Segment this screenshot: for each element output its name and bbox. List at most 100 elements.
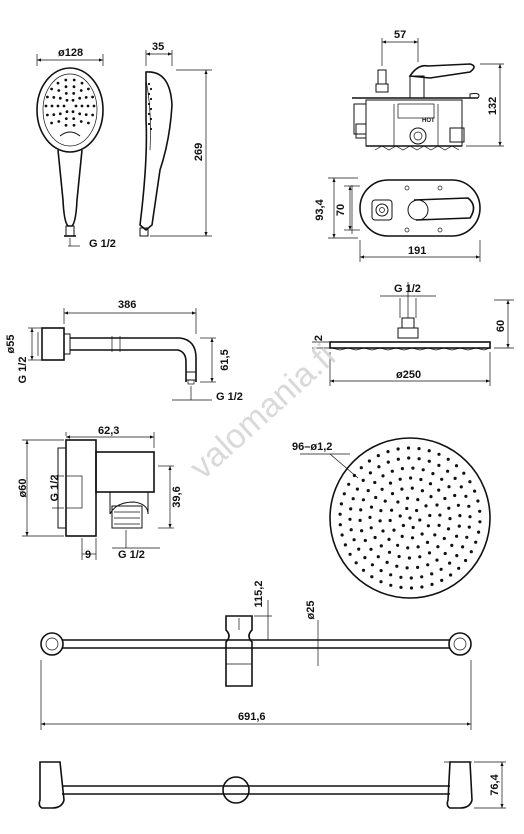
head-nozzle: [396, 447, 400, 451]
side-nozzle: [149, 87, 153, 91]
head-nozzle: [400, 534, 404, 539]
head-nozzle: [436, 545, 440, 549]
head-nozzle: [417, 447, 421, 451]
head-nozzle: [416, 565, 420, 570]
rail-depth-label: 76,4: [489, 773, 501, 795]
elbow-length-label: 62,3: [98, 425, 119, 437]
head-nozzle: [420, 489, 424, 493]
head-nozzle: [455, 534, 459, 538]
head-nozzle: [387, 537, 391, 542]
hand-nozzle: [84, 113, 88, 116]
hand-nozzle: [80, 104, 84, 108]
plate-height-label: 93,4: [314, 198, 326, 220]
head-nozzle: [373, 535, 377, 540]
arm-length-label: 386: [118, 299, 136, 311]
head-nozzle: [357, 547, 361, 551]
head-nozzle: [409, 586, 414, 590]
head-nozzle: [468, 515, 472, 519]
head-nozzle: [427, 551, 432, 555]
head-nozzle: [467, 504, 471, 508]
hand-shower-depth-label: 35: [152, 41, 164, 53]
head-nozzle: [406, 446, 411, 450]
head-nozzle: [390, 508, 394, 512]
head-nozzle: [405, 506, 409, 511]
head-nozzle: [386, 450, 390, 454]
head-nozzle: [468, 480, 472, 484]
head-nozzle: [349, 528, 353, 532]
head-diameter-label: ø250: [396, 369, 421, 381]
head-nozzle: [427, 449, 431, 453]
hand-nozzle: [65, 110, 69, 114]
head-nozzle: [430, 572, 434, 576]
head-nozzle: [420, 575, 424, 579]
arm-flange-diameter-label: ø55: [5, 335, 17, 354]
head-nozzle: [443, 496, 447, 501]
hand-nozzle: [57, 89, 61, 92]
mixer-body-side-view: HOT 57 132: [352, 29, 504, 151]
hand-nozzle: [80, 81, 84, 85]
head-nozzle: [374, 495, 378, 500]
head-nozzle: [439, 567, 443, 571]
hand-shower-height-label: 269: [193, 143, 205, 161]
head-nozzle: [448, 517, 452, 521]
head-nozzle: [349, 507, 353, 511]
head-nozzle: [401, 523, 405, 528]
head-shower-nozzles: [338, 446, 482, 590]
head-nozzle: [411, 466, 415, 470]
head-nozzle: [388, 518, 392, 523]
head-nozzle: [409, 576, 413, 580]
head-nozzle: [383, 499, 387, 503]
side-nozzle: [149, 117, 153, 121]
head-nozzle: [388, 481, 393, 485]
head-nozzle: [437, 488, 441, 492]
head-nozzle: [339, 502, 343, 506]
head-nozzle: [381, 474, 385, 478]
side-nozzle: [149, 97, 153, 101]
side-nozzle: [147, 82, 151, 86]
head-nozzle: [409, 476, 413, 480]
head-nozzle: [338, 523, 342, 527]
head-nozzle: [407, 556, 411, 560]
side-nozzle: [149, 127, 153, 131]
head-nozzle: [418, 555, 422, 559]
hand-nozzle: [57, 120, 61, 123]
head-nozzle: [456, 503, 460, 507]
wall-elbow: 62,3 G 1/2 ø60 39,6 9 G 1/2: [17, 425, 183, 561]
hand-nozzle: [46, 113, 49, 117]
head-nozzle: [351, 497, 355, 501]
head-shower-face: 96–ø1,2: [292, 437, 491, 599]
head-nozzle: [400, 467, 404, 471]
head-nozzle: [448, 561, 452, 565]
head-nozzle: [435, 503, 439, 507]
plate-width-label: 191: [408, 245, 426, 257]
head-nozzle: [398, 514, 402, 518]
hand-shower-nozzles: [44, 78, 96, 127]
side-nozzle: [147, 102, 151, 106]
hand-nozzle: [50, 104, 54, 108]
side-nozzle: [147, 112, 151, 116]
head-nozzle: [418, 518, 422, 522]
head-nozzle: [464, 494, 468, 498]
head-shower-side-view: G 1/2 60 2 ø250: [312, 282, 514, 386]
head-nozzle: [447, 485, 451, 489]
head-nozzle: [348, 552, 352, 556]
head-nozzle: [352, 538, 356, 542]
hand-nozzle: [56, 104, 60, 108]
hand-nozzle: [64, 117, 68, 120]
head-nozzle: [458, 514, 462, 518]
head-nozzle: [437, 452, 441, 456]
head-nozzle: [379, 580, 383, 584]
head-nozzle: [396, 500, 400, 504]
head-nozzle: [390, 492, 395, 496]
head-nozzle: [359, 508, 363, 512]
head-nozzle: [406, 546, 410, 550]
head-nozzle: [376, 555, 380, 559]
hand-nozzle: [50, 121, 53, 125]
head-nozzle: [446, 527, 451, 531]
head-nozzle: [366, 489, 370, 493]
hand-nozzle: [62, 104, 66, 108]
elbow-inlet-thread-label: G 1/2: [49, 475, 61, 502]
hand-nozzle: [74, 104, 78, 108]
hand-nozzle: [52, 96, 56, 99]
